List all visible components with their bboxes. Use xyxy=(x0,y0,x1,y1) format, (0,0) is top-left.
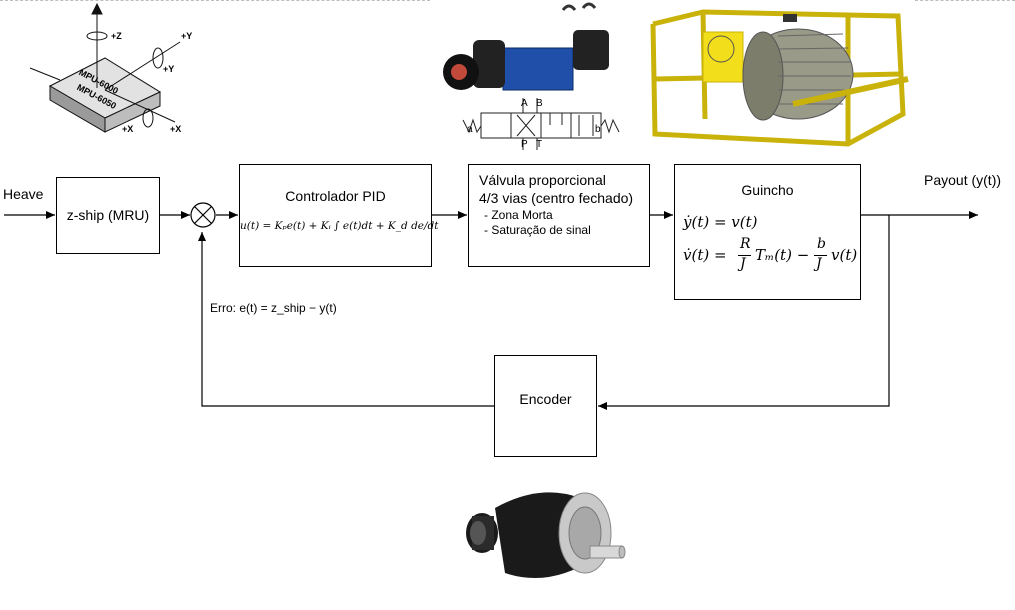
encoder-illustration xyxy=(466,492,626,578)
winch-eq2-frac1-bar xyxy=(738,255,751,256)
winch-eq2-mid: Tₘ(t) − xyxy=(755,246,810,264)
proportional-valve-illustration xyxy=(443,2,620,150)
mpu-sensor-illustration xyxy=(29,2,181,133)
valve-title-line2: 4/3 vias (centro fechado) xyxy=(479,190,634,206)
output-label: Payout (y(t)) xyxy=(924,172,1002,188)
pid-block: Controlador PID u(t) = Kₚe(t) + Kᵢ ∫ e(t… xyxy=(239,164,439,267)
winch-eq1: ẏ(t) = v(t) xyxy=(683,213,758,231)
input-label: Heave xyxy=(3,186,44,202)
winch-eq2-R: R xyxy=(740,236,751,252)
winch-illustration xyxy=(650,9,909,147)
valve-port-t: T xyxy=(536,139,543,150)
valve-port-b: B xyxy=(536,98,543,109)
feedback-to-encoder-arrow xyxy=(598,215,890,410)
valve-bullet-deadzone: - Zona Morta xyxy=(484,208,553,222)
summing-junction xyxy=(190,202,216,228)
winch-title: Guincho xyxy=(741,182,794,198)
valve-side-b: b xyxy=(595,124,601,135)
zship-label: z-ship (MRU) xyxy=(66,207,150,223)
valve-title-line1: Válvula proporcional xyxy=(479,172,606,188)
valve-port-a: A xyxy=(521,98,528,109)
winch-eq2-J1: J xyxy=(740,256,746,272)
encoder-to-sum-arrow xyxy=(198,232,494,407)
encoder-block: Encoder xyxy=(494,355,597,457)
valve-bullet-saturation: - Saturação de sinal xyxy=(484,223,591,237)
valve-block: Válvula proporcional 4/3 vias (centro fe… xyxy=(468,164,650,267)
top-dashed-line-left xyxy=(0,0,430,1)
pid-equation: u(t) = Kₚe(t) + Kᵢ ∫ e(t)dt + K_d de/dt xyxy=(240,220,439,232)
mpu-axis-x-left: +X xyxy=(122,124,134,134)
valve-port-p: P xyxy=(521,139,528,150)
encoder-label: Encoder xyxy=(519,391,572,407)
winch-eq2-b: b xyxy=(817,236,826,252)
valve-side-a: a xyxy=(467,124,473,135)
winch-eq2-J2: J xyxy=(816,256,822,272)
top-dashed-line-right xyxy=(915,0,1015,1)
zship-block: z-ship (MRU) xyxy=(56,177,160,254)
valve-body xyxy=(502,47,574,91)
winch-block: Guincho ẏ(t) = v(t) v̇(t) = R J Tₘ(t) − … xyxy=(674,164,861,300)
mpu-axis-y-side: +Y xyxy=(163,64,175,74)
mpu-axis-x-right: +X xyxy=(170,124,182,134)
mpu-axis-z: +Z xyxy=(111,31,122,41)
mpu-axis-y-top: +Y xyxy=(181,31,193,41)
error-label: Erro: e(t) = z_ship − y(t) xyxy=(210,301,337,315)
winch-eq2-frac2-bar xyxy=(814,255,827,256)
pid-title: Controlador PID xyxy=(285,188,386,204)
winch-eq2-lhs: v̇(t) = xyxy=(683,246,727,264)
winch-eq2-end: v(t) xyxy=(831,246,858,264)
